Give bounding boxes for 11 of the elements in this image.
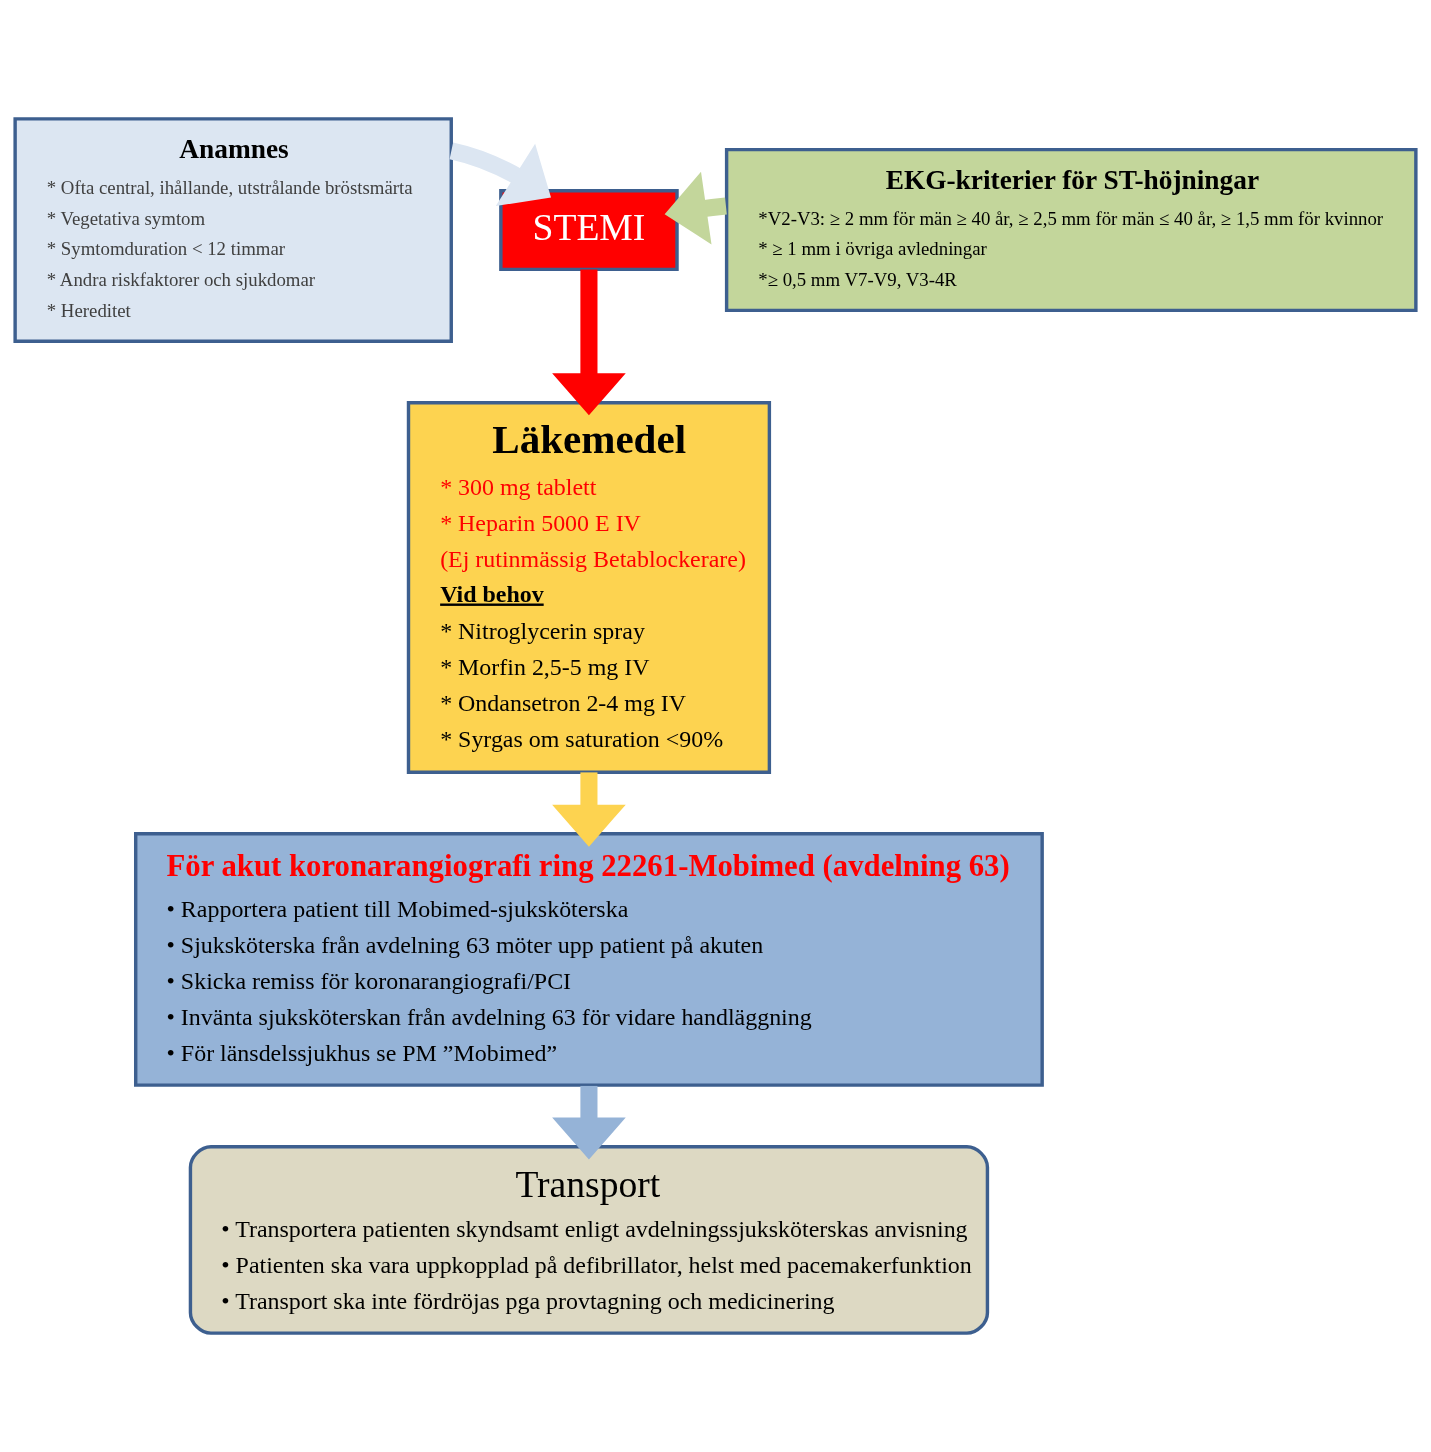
node-box: Transport • Transportera patienten skyndsamt enligt avdelningssjuksköterskas anvisning • Patienten ska vara uppkopplad på defibrillator, helst med pacemakerfunktion • Transport ska inte fördröjas pga provtagning och medicinering [188, 1145, 990, 1335]
arrow [449, 142, 551, 207]
arrow [552, 269, 626, 416]
arrow [552, 772, 626, 847]
arrow [552, 1085, 626, 1160]
node-box: För akut koronarangiografi ring 22261-Mobimed (avdelning 63) • Rapportera patient till Mobimed-sjuksköterska • Sjuksköterska från avdelning 63 möter upp patient på akuten • Skicka remiss för koronarangiografi/PCI • Invänta sjuksköterskan från avdelning 63 för vidare handläggning • För länsdelssjukhus se PM ”Mobimed” [134, 832, 1044, 1087]
node-box: EKG-kriterier för ST-höjningar *V2-V3: ≥ 2 mm för män ≥ 40 år, ≥ 2,5 mm för män ≤ 40 år, ≥ 1,5 mm för kvinnor * ≥ 1 mm i övriga avledningar *≥ 0,5 mm V7-V9, V3-4R [724, 147, 1418, 313]
node-box: Anamnes * Ofta central, ihållande, utstrålande bröstsmärta * Vegetativa symtom * Symtomduration < 12 timmar * Andra riskfaktorer och sjukdomar * Hereditet [13, 117, 453, 343]
node-box: STEMI [499, 188, 679, 272]
arrow [664, 171, 727, 245]
node-box: Läkemedel * 300 mg tablett * Heparin 5000 E IV (Ej rutinmässig Betablockerare) Vid behov * Nitroglycerin spray * Morfin 2,5-5 mg IV * Ondansetron 2-4 mg IV * Syrgas om saturation <90% [406, 401, 772, 774]
